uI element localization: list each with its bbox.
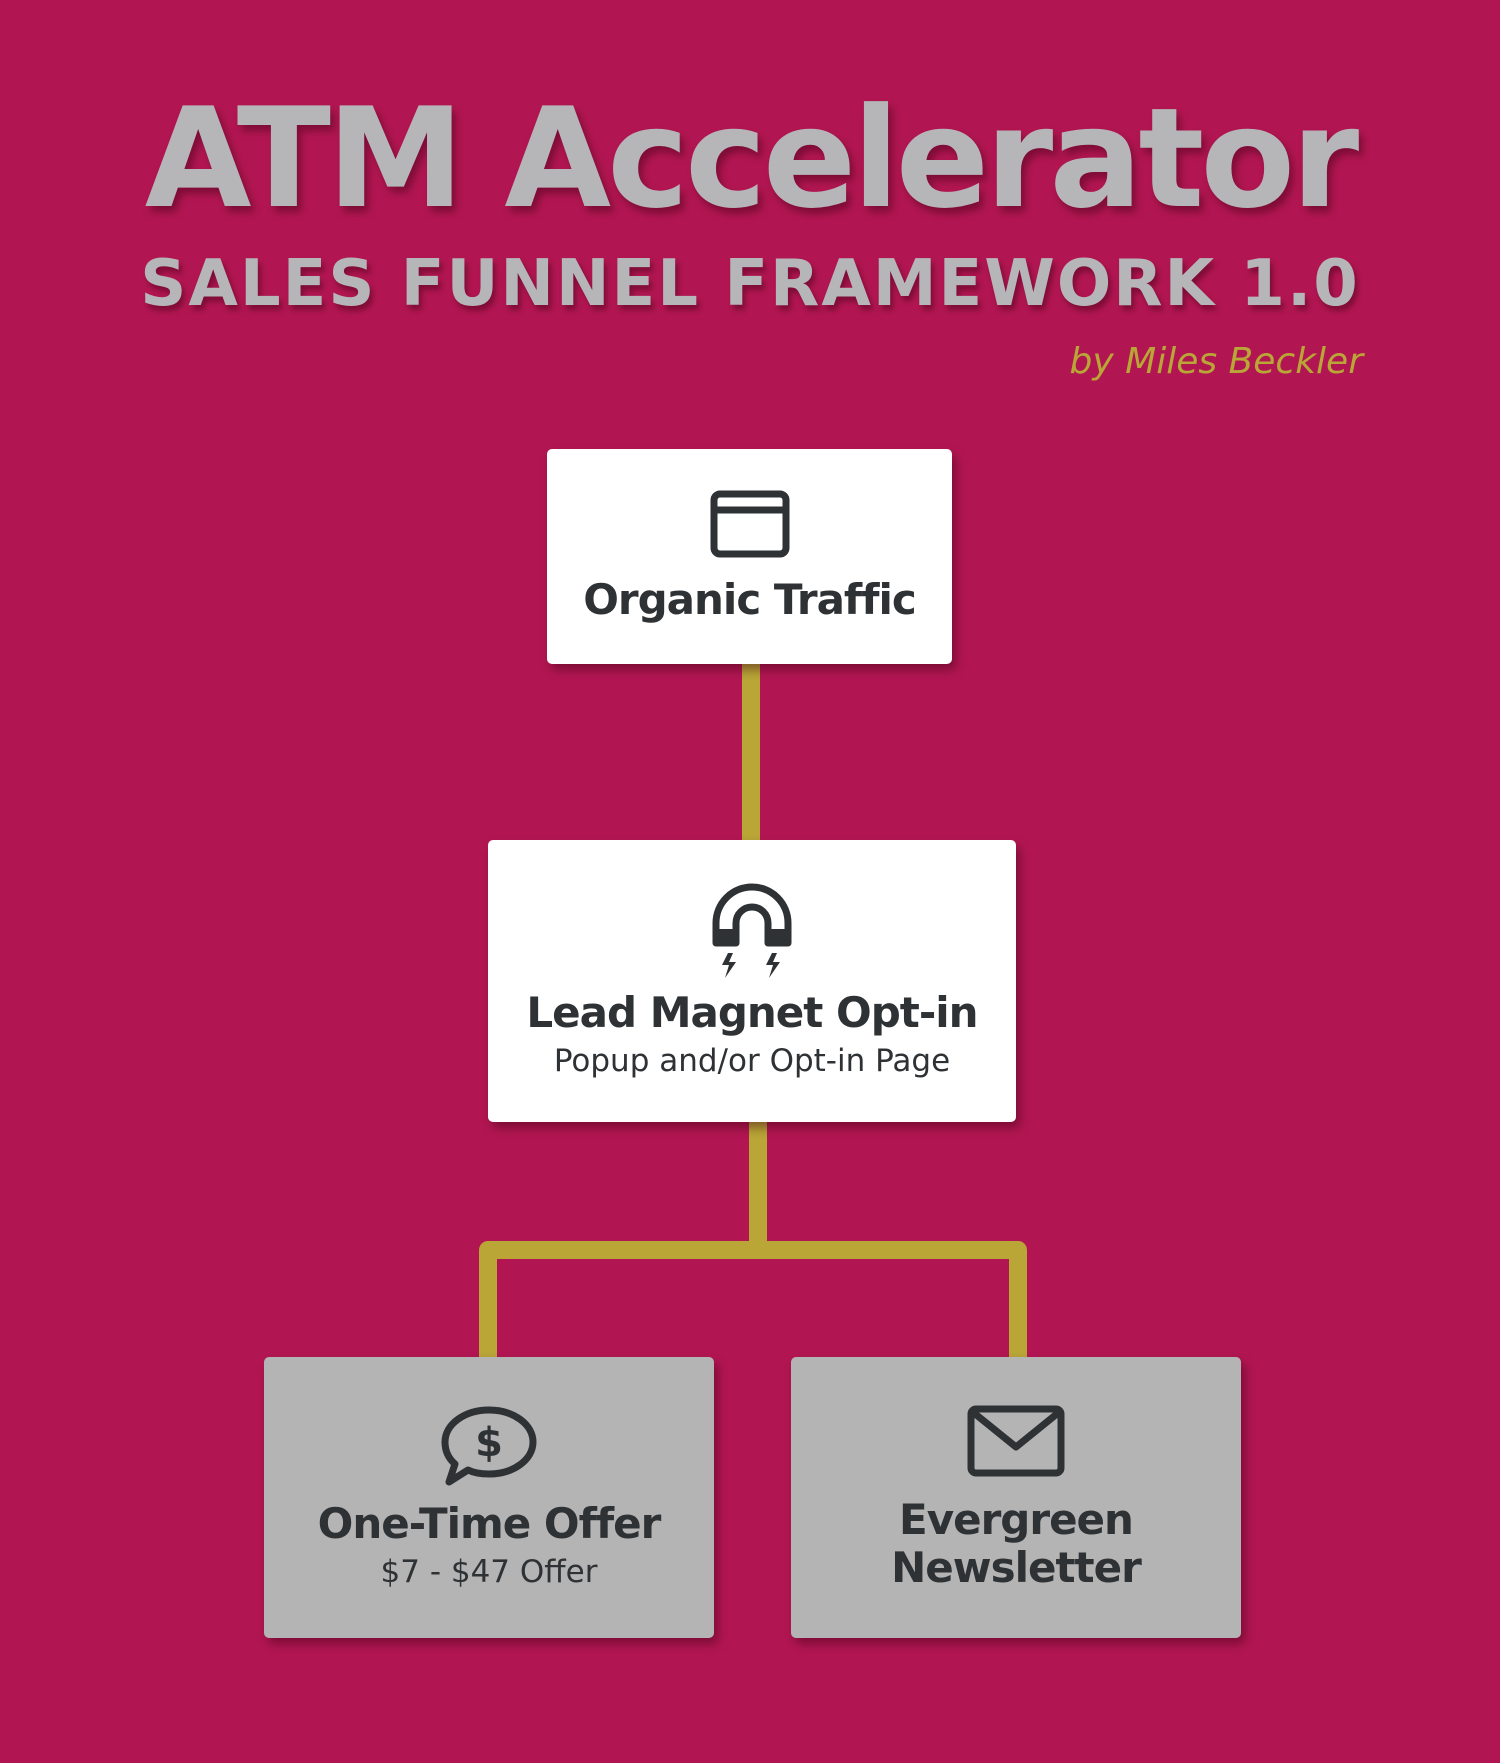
connector-lead-to-offer — [479, 1122, 767, 1357]
node-lead-magnet: Lead Magnet Opt-in Popup and/or Opt-in P… — [488, 840, 1016, 1122]
node-organic-traffic: Organic Traffic — [547, 449, 952, 664]
node-title: Evergreen Newsletter — [891, 1494, 1142, 1592]
magnet-icon — [710, 881, 794, 981]
node-subtitle: Popup and/or Opt-in Page — [553, 1043, 951, 1079]
node-title: One-Time Offer — [317, 1498, 662, 1548]
svg-text:$: $ — [475, 1420, 503, 1466]
page-title: ATM Accelerator — [144, 78, 1360, 239]
browser-window-icon — [710, 490, 790, 558]
author-byline: by Miles Beckler — [1069, 341, 1363, 382]
node-title: Organic Traffic — [583, 574, 917, 624]
page-subtitle: SALES FUNNEL FRAMEWORK 1.0 — [140, 247, 1360, 321]
connector-lead-to-newsletter — [758, 1241, 1027, 1357]
node-title: Lead Magnet Opt-in — [526, 988, 978, 1037]
dollar-speech-bubble-icon: $ — [439, 1404, 539, 1488]
node-one-time-offer: $ One-Time Offer $7 - $47 Offer — [264, 1357, 714, 1638]
envelope-icon — [966, 1404, 1066, 1478]
node-subtitle: $7 - $47 Offer — [380, 1553, 598, 1590]
node-evergreen-newsletter: Evergreen Newsletter — [791, 1357, 1241, 1638]
